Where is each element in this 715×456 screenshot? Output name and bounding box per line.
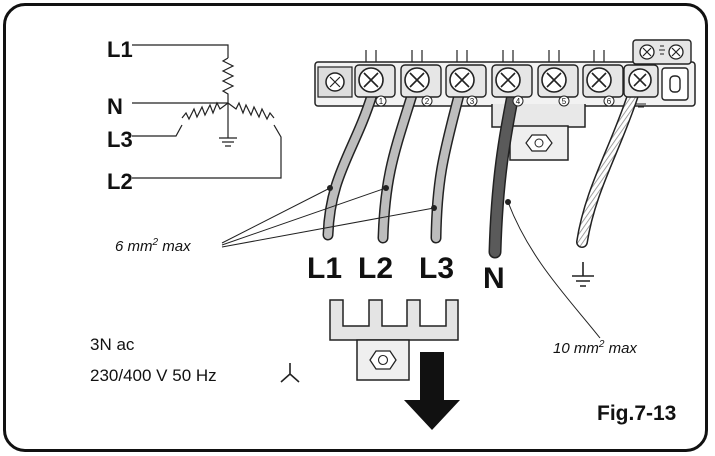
l3-coil: [181, 101, 229, 121]
leader-line-l1: [221, 187, 331, 244]
leader-line-n: [507, 201, 601, 339]
l3-lead-line: [132, 124, 183, 137]
terminal-number-2: 2: [425, 97, 430, 106]
star-ground-symbol: [219, 137, 237, 147]
leader-line-l3: [221, 207, 435, 248]
terminal-screw-1: [354, 64, 396, 98]
star-label-l2: L2: [107, 169, 133, 194]
star-label-l3: L3: [107, 127, 133, 152]
cable-l3: [432, 91, 463, 242]
neutral-bridge: [491, 104, 586, 161]
cable-size-phase-label: 6 mm2 max: [115, 237, 191, 255]
terminal-number-4: 4: [516, 97, 521, 106]
terminal-numbers: 1 2 3 4 5 6: [375, 95, 615, 107]
terminal-number-6: 6: [607, 97, 612, 106]
l1-lead-line: [132, 44, 229, 58]
terminal-screws: [354, 39, 692, 108]
terminal-screw-6: [582, 64, 624, 98]
l2-lead-line: [132, 124, 282, 179]
cables: [322, 88, 639, 259]
bridge-link: [329, 299, 459, 381]
star-diagram: [132, 44, 282, 179]
supply-type-label: 3N ac: [90, 335, 135, 354]
terminal-number-1: 1: [379, 97, 384, 106]
cable-earth: [577, 90, 638, 247]
figure-label: Fig.7-13: [597, 402, 676, 425]
leader-dot-l2: [383, 185, 389, 191]
cable-l1: [324, 91, 376, 239]
l1-coil: [221, 57, 235, 103]
star-label-n: N: [107, 94, 123, 119]
leader-dots: [327, 185, 511, 211]
wire-label-l3: L3: [419, 252, 454, 285]
terminal-screw-5: [537, 64, 579, 98]
wire-label-l1: L1: [307, 252, 342, 285]
cable-n: [490, 90, 518, 257]
wire-label-n: N: [483, 262, 505, 295]
terminal-screw-4: [491, 64, 533, 98]
terminal-number-3: 3: [470, 97, 475, 106]
terminal-number-5: 5: [562, 97, 567, 106]
star-symbol-icon: [280, 363, 300, 383]
mount-screw-left: [317, 66, 353, 98]
l2-coil: [227, 101, 275, 121]
terminal-top-ticks: [365, 50, 605, 62]
terminal-screw-earth: [623, 64, 689, 108]
leader-dot-l1: [327, 185, 333, 191]
earth-symbol-icon: [572, 262, 594, 287]
earth-clip: [632, 39, 692, 65]
down-arrow-icon: [404, 352, 460, 430]
cable-size-neutral-label: 10 mm2 max: [553, 339, 637, 357]
terminal-screw-2: [400, 64, 442, 98]
leader-lines: [221, 187, 601, 339]
star-label-l1: L1: [107, 37, 133, 62]
cable-l2: [379, 91, 416, 242]
leader-line-l2: [221, 187, 387, 246]
leader-dot-n: [505, 199, 511, 205]
supply-voltage-label: 230/400 V 50 Hz: [90, 366, 217, 385]
wire-label-l2: L2: [358, 252, 393, 285]
terminal-screw-3: [445, 64, 487, 98]
leader-dot-l3: [431, 205, 437, 211]
